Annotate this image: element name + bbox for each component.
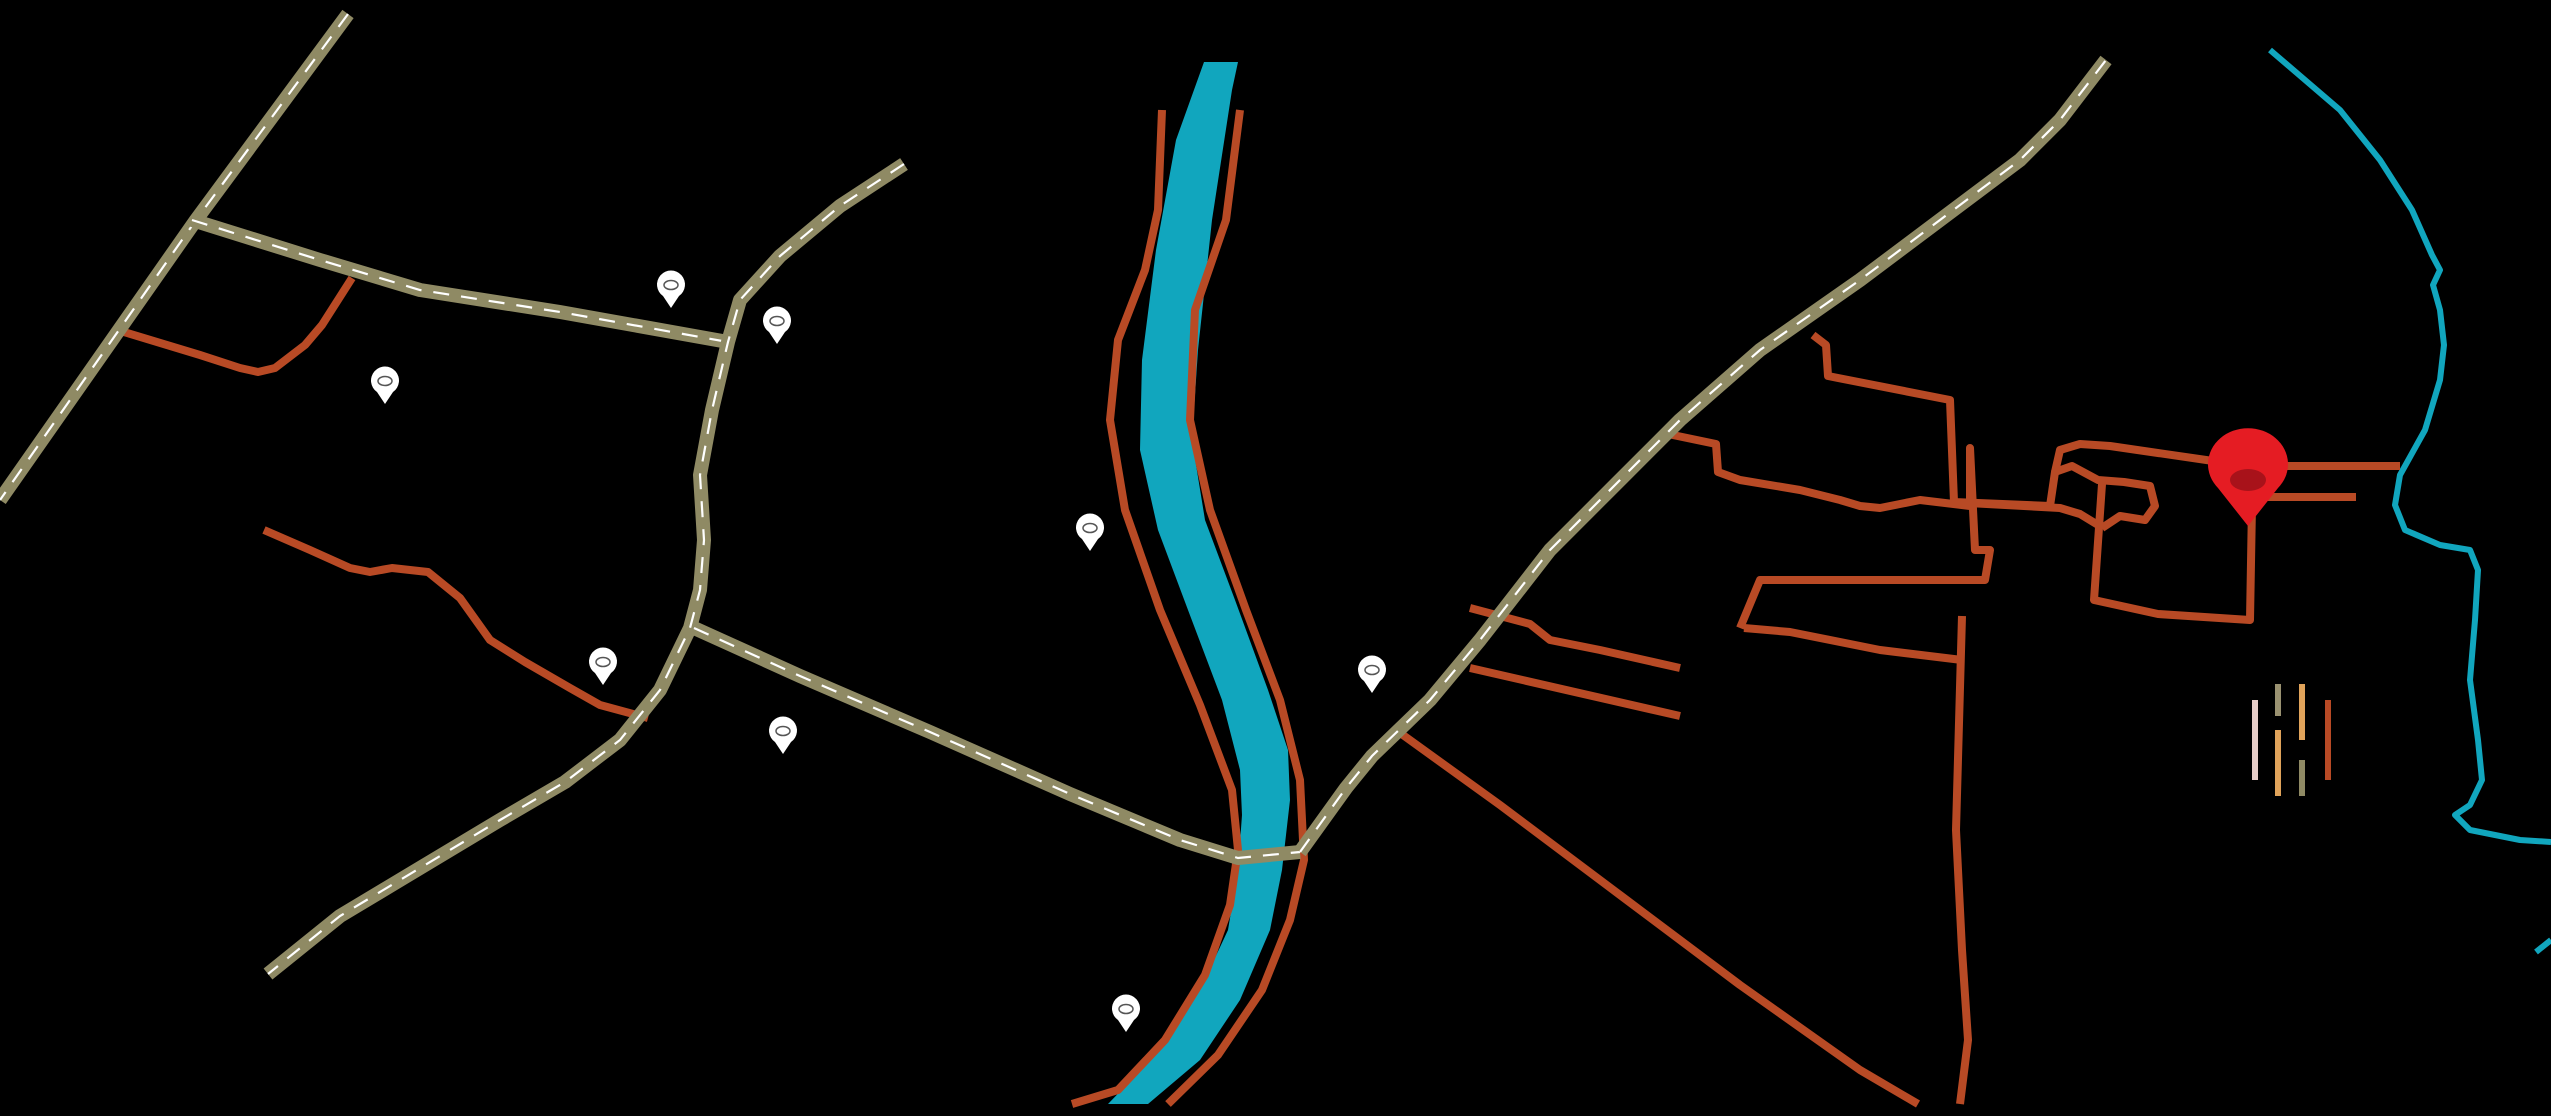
points-of-interest <box>371 270 1386 1032</box>
river-stream-east <box>2268 47 2551 845</box>
map-pin-icon[interactable] <box>371 366 399 404</box>
highway-north-connector <box>189 213 730 349</box>
river-stream-east-tail <box>2534 937 2551 955</box>
map-pin-icon[interactable] <box>1112 994 1140 1032</box>
road-northwest <box>122 275 356 376</box>
map-pin-icon[interactable] <box>589 647 617 685</box>
vertical-bars-icon[interactable] <box>2252 684 2331 796</box>
road-east-block <box>1810 331 2159 532</box>
road-east-junction <box>2090 483 2256 624</box>
map-pin-icon[interactable] <box>657 270 685 308</box>
map-pin-icon[interactable] <box>1076 513 1104 551</box>
highways <box>0 9 2112 980</box>
highway-loop <box>263 158 908 980</box>
highway-northeast <box>1294 55 2112 857</box>
map-pin-icon[interactable] <box>1358 655 1386 693</box>
road-east-link <box>1468 604 1681 672</box>
road-east-south <box>1952 615 1972 1105</box>
road-east-spur <box>1469 664 1681 720</box>
road-west <box>262 526 650 722</box>
highway-south-connector <box>691 621 1301 865</box>
river <box>1108 62 1290 1104</box>
road-east-center <box>1743 624 1963 664</box>
road-east-middle <box>1667 430 1994 630</box>
road-riverbank-east <box>1165 109 1308 1107</box>
map-pin-icon[interactable] <box>769 716 797 754</box>
location-pin-icon[interactable] <box>2208 428 2288 526</box>
map-pin-icon[interactable] <box>763 306 791 344</box>
road-southeast-diagonal <box>1393 726 1921 1108</box>
road-east-block-2 <box>1949 498 2106 532</box>
road-riverbank-west <box>1070 109 1242 1108</box>
